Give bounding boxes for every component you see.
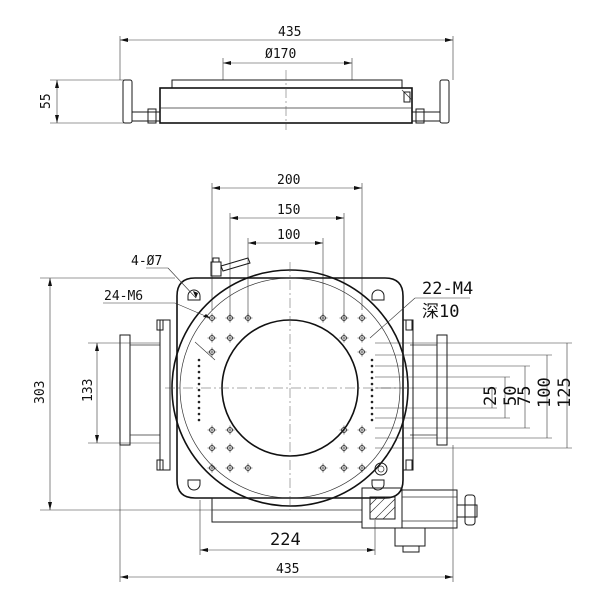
small-hole (370, 382, 374, 386)
small-hole (197, 376, 201, 380)
dim-50: 50 (501, 386, 521, 406)
small-hole (197, 418, 201, 422)
dim-125: 125 (555, 377, 575, 408)
small-hole (370, 388, 374, 392)
small-hole (370, 370, 374, 374)
hole-crosshair (225, 313, 235, 323)
small-hole (197, 412, 201, 416)
hole-crosshair (339, 463, 349, 473)
label-24-holes: 24-M6 (104, 289, 143, 304)
small-hole (370, 412, 374, 416)
dim-100: 100 (277, 228, 300, 243)
hole-crosshair (207, 443, 217, 453)
hole-crosshair (357, 443, 367, 453)
small-hole (370, 418, 374, 422)
hole-crosshair (243, 463, 253, 473)
side-view: 435 Ø170 55 (39, 25, 454, 130)
dim-top-height: 55 (39, 93, 54, 109)
small-hole (370, 400, 374, 404)
hole-crosshair (207, 463, 217, 473)
plan-view: 200 150 100 (33, 173, 575, 582)
hole-crosshair (318, 463, 328, 473)
small-hole (197, 364, 201, 368)
label-22-holes: 22-M4 (422, 279, 473, 299)
hole-crosshair (339, 313, 349, 323)
small-hole (197, 370, 201, 374)
dim-25: 25 (481, 386, 501, 406)
small-hole (197, 388, 201, 392)
hole-crosshair (339, 443, 349, 453)
small-hole (197, 358, 201, 362)
hole-crosshair (318, 313, 328, 323)
hole-crosshair (357, 425, 367, 435)
small-hole (370, 376, 374, 380)
hole-crosshair (357, 333, 367, 343)
mounting-holes (197, 313, 374, 473)
small-hole (197, 400, 201, 404)
dim-75: 75 (515, 386, 535, 406)
hole-crosshair (225, 333, 235, 343)
hole-crosshair (357, 463, 367, 473)
hole-crosshair (339, 333, 349, 343)
right-dimension-lines (375, 342, 572, 449)
small-hole (370, 364, 374, 368)
hole-crosshair (207, 333, 217, 343)
dim-150: 150 (277, 203, 300, 218)
dim-303: 303 (33, 381, 48, 404)
hole-crosshair (207, 347, 217, 357)
small-hole (197, 394, 201, 398)
hole-crosshair (225, 443, 235, 453)
dim-200: 200 (277, 173, 300, 188)
small-hole (197, 382, 201, 386)
small-hole (197, 406, 201, 410)
hole-crosshair (225, 425, 235, 435)
dim-100-vertical: 100 (535, 377, 555, 408)
dim-224: 224 (270, 530, 301, 550)
hole-crosshair (243, 313, 253, 323)
hole-crosshair (207, 313, 217, 323)
dim-133: 133 (81, 379, 96, 402)
label-4-holes: 4-Ø7 (131, 254, 162, 269)
hole-crosshair (357, 313, 367, 323)
hole-crosshair (207, 425, 217, 435)
dim-top-overall-width: 435 (278, 25, 301, 40)
hole-crosshair (357, 347, 367, 357)
label-depth: 深10 (422, 302, 459, 322)
coupling-hatch (369, 496, 396, 520)
hole-crosshair (225, 463, 235, 473)
dim-bottom-overall-width: 435 (276, 562, 299, 577)
hole-crosshair (339, 425, 349, 435)
small-hole (370, 406, 374, 410)
small-hole (370, 358, 374, 362)
dim-top-diameter: Ø170 (265, 47, 296, 62)
small-hole (370, 394, 374, 398)
